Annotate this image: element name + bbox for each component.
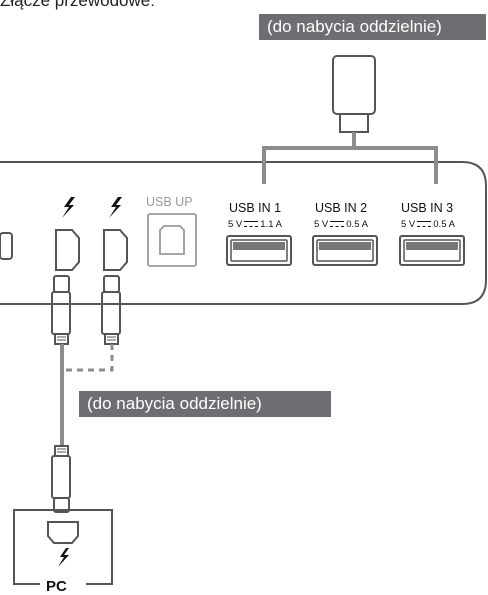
pc-label: PC [44, 578, 69, 595]
usb-in-1-label: USB IN 1 [229, 201, 282, 215]
usb-flash-drive-icon [332, 55, 376, 133]
usb-up-port [147, 213, 197, 267]
usb-in-2-port [312, 235, 378, 266]
sold-separately-label-top: (do nabycia oddzielnie) [259, 14, 486, 40]
thunderbolt-cable-plug-1 [51, 275, 71, 345]
dc-symbol-icon [330, 221, 345, 228]
pc-box [13, 509, 113, 585]
dc-symbol-icon [244, 221, 259, 228]
sold-separately-label-middle: (do nabycia oddzielnie) [79, 391, 331, 417]
thunderbolt-icon [109, 197, 122, 218]
heading: Złącze przewodowe: [0, 0, 155, 10]
thunderbolt-port-2 [103, 229, 128, 271]
thunderbolt-port-1 [55, 229, 80, 271]
usb-in-3-label: USB IN 3 [401, 201, 454, 215]
alternate-cable-route [64, 344, 114, 372]
flash-drive-connector-lines [262, 132, 438, 184]
pc-cable-plug [51, 445, 71, 513]
pc-thunderbolt-port [47, 521, 79, 544]
usb-up-label: USB UP [146, 195, 193, 209]
usb-in-2-label: USB IN 2 [315, 201, 368, 215]
monitor-panel [0, 161, 487, 305]
usb-in-3-port [399, 235, 465, 266]
dc-symbol-icon [417, 221, 432, 228]
thunderbolt-icon [62, 197, 75, 218]
thunderbolt-icon [58, 548, 69, 567]
partial-port [0, 232, 13, 260]
usb-in-1-port [226, 235, 292, 266]
thunderbolt-cable-plug-2 [101, 275, 121, 345]
